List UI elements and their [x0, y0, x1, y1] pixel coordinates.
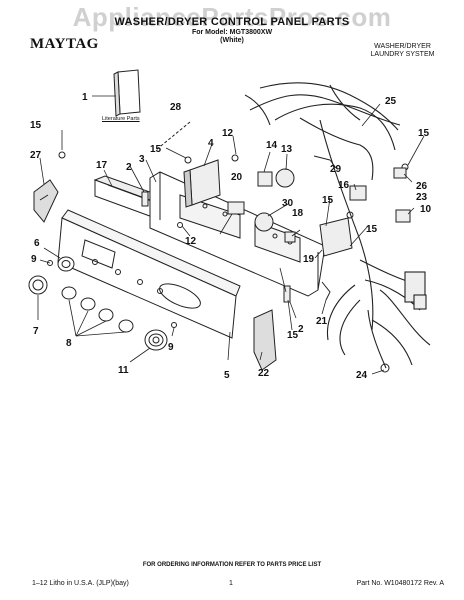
callout-24: 24	[356, 370, 368, 381]
callout-20: 20	[231, 172, 243, 183]
callout-7: 7	[33, 326, 39, 337]
door-switch	[349, 185, 367, 201]
callout-11: 11	[118, 365, 129, 376]
callout-12a: 12	[222, 128, 234, 139]
system-line-1: WASHER/DRYER	[374, 43, 431, 50]
diagram-title: WASHER/DRYER CONTROL PANEL PARTS	[114, 16, 350, 28]
callout-15f: 15	[287, 330, 299, 341]
console-front-panel	[57, 209, 241, 339]
callout-23: 23	[416, 192, 428, 203]
callout-19: 19	[303, 254, 315, 265]
callout-10: 10	[420, 204, 432, 215]
callout-28: 28	[170, 102, 182, 113]
left-endcap	[33, 179, 59, 223]
callout-27: 27	[30, 150, 42, 161]
literature-booklet	[113, 69, 141, 117]
callout-12b: 12	[185, 236, 197, 247]
connector	[395, 209, 411, 223]
leader-lines	[37, 95, 425, 375]
callout-3: 3	[139, 154, 145, 165]
callout-5: 5	[224, 370, 230, 381]
callout-18: 18	[292, 208, 304, 219]
clip	[393, 167, 407, 179]
litho-line: 1–12 Litho in U.S.A. (JLP)(bay)	[32, 580, 129, 587]
control-module	[183, 159, 221, 208]
rotary-switch	[254, 212, 274, 232]
knob-left	[28, 256, 75, 295]
right-endcap	[253, 309, 277, 371]
callout-6: 6	[34, 238, 40, 249]
page-number: 1	[229, 580, 233, 587]
callout-15a: 15	[30, 120, 42, 131]
wire-harness	[244, 82, 431, 369]
ordering-note: FOR ORDERING INFORMATION REFER TO PARTS …	[142, 562, 322, 568]
callout-9a: 9	[31, 254, 37, 265]
callout-15d: 15	[366, 224, 378, 235]
callout-4: 4	[208, 138, 214, 149]
switch	[227, 201, 245, 215]
cycle-knob	[144, 329, 168, 351]
callout-21: 21	[316, 316, 328, 327]
spacer-right	[283, 285, 291, 303]
timer-motor	[319, 217, 353, 257]
selector-switch	[257, 171, 273, 187]
callout-15e: 15	[418, 128, 430, 139]
callout-17: 17	[96, 160, 108, 171]
watermark: AppliancePartsPros.com	[72, 2, 392, 32]
callout-1: 1	[82, 92, 88, 103]
part-number: Part No. W10480172 Rev. A	[356, 580, 444, 587]
relay	[284, 231, 296, 243]
literature-parts-label: Literature Parts	[102, 116, 140, 122]
callout-labels: 1 2 2 3 4 5 6 7 8 9 9 10 11 12 12 13 14 …	[30, 92, 432, 381]
spacer-left	[141, 191, 149, 207]
wire-clip	[313, 155, 331, 161]
callout-2b: 2	[298, 324, 304, 335]
callout-13: 13	[281, 144, 293, 155]
model-line: For Model: MGT3800XW	[191, 29, 273, 36]
callout-15b: 15	[150, 144, 162, 155]
callout-25: 25	[385, 96, 397, 107]
dashed-line	[155, 121, 191, 151]
color-line: (White)	[220, 37, 244, 44]
callout-8: 8	[66, 338, 72, 349]
brand-logo: MAYTAG	[30, 36, 99, 52]
callout-26: 26	[416, 181, 428, 192]
potentiometer	[275, 168, 295, 188]
callout-9b: 9	[168, 342, 174, 353]
callout-29: 29	[330, 164, 342, 175]
callout-2a: 2	[126, 162, 132, 173]
callout-30: 30	[282, 198, 294, 209]
bracket	[321, 281, 331, 301]
callout-15c: 15	[322, 195, 334, 206]
system-line-2: LAUNDRY SYSTEM	[370, 51, 435, 58]
callout-22: 22	[258, 368, 270, 379]
callout-14: 14	[266, 140, 278, 151]
callout-16: 16	[338, 180, 350, 191]
